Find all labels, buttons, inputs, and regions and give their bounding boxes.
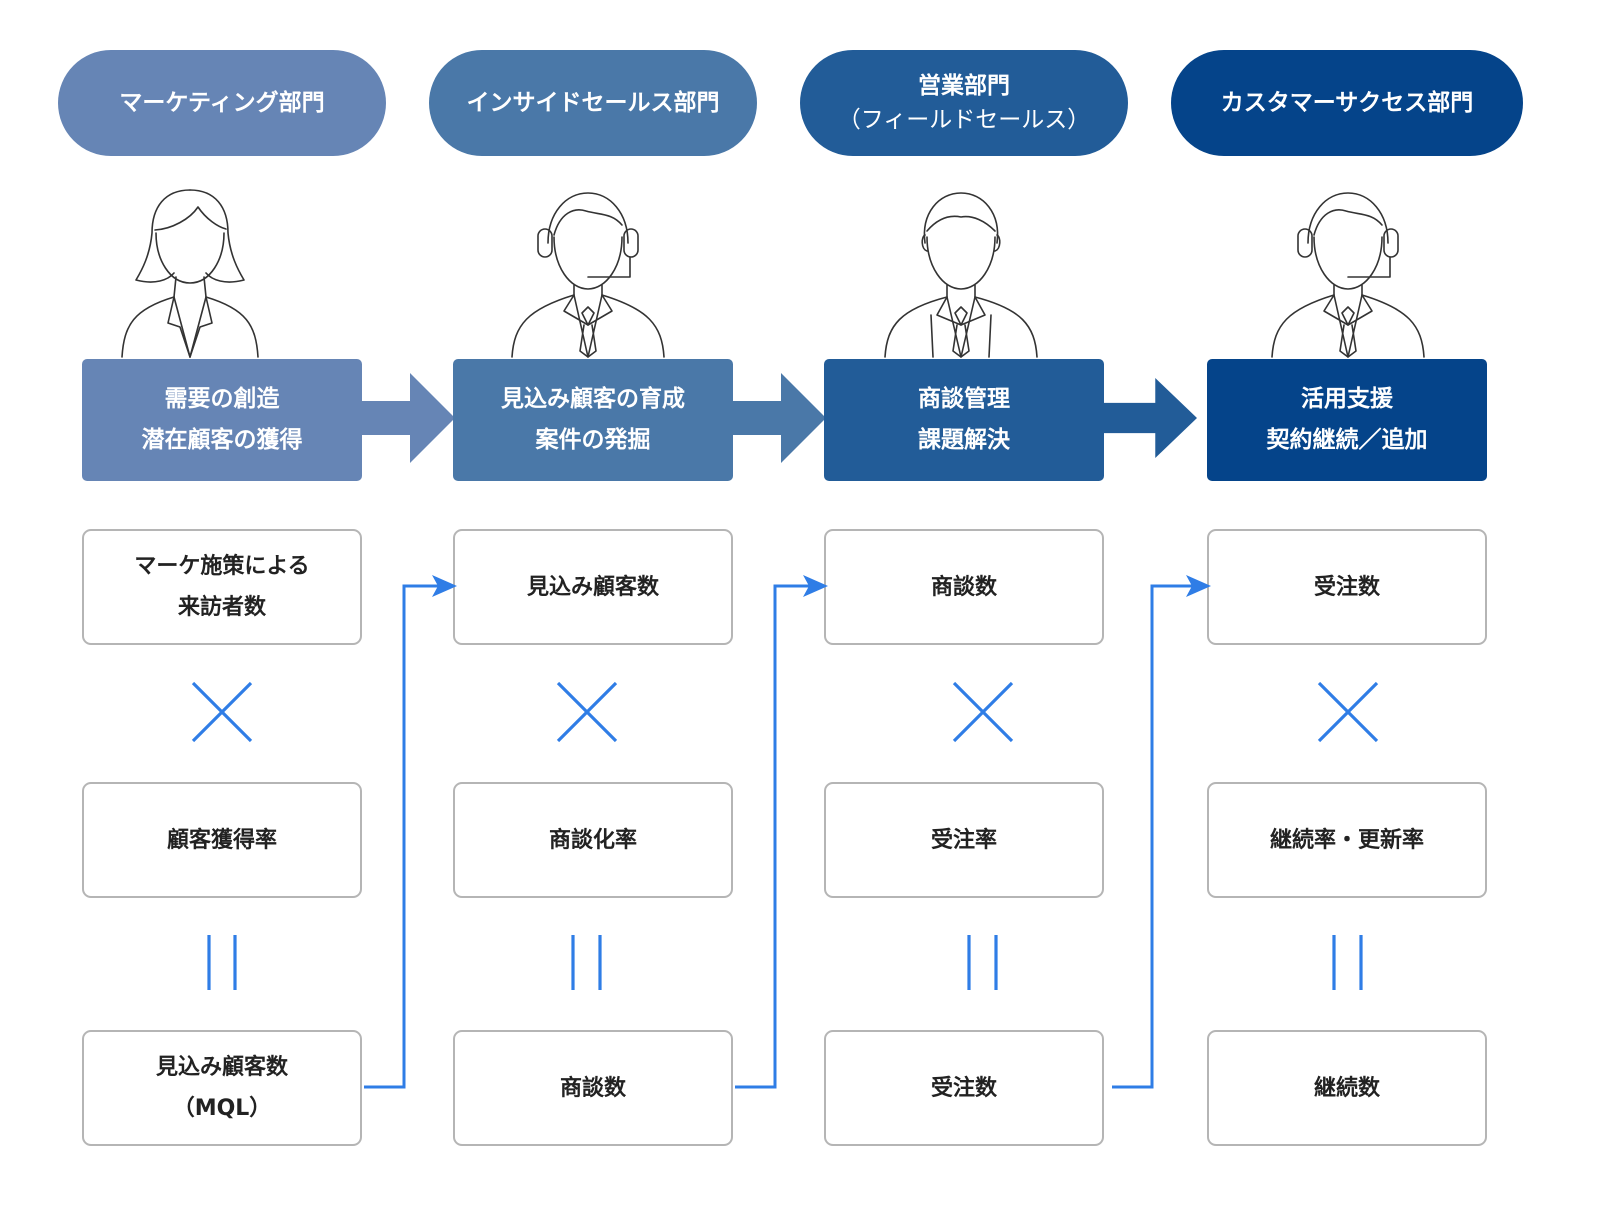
metric-label: 顧客獲得率 <box>166 827 277 853</box>
metric-box-rate: 商談化率 <box>453 782 733 898</box>
metric-box-rate: 顧客獲得率 <box>82 782 362 898</box>
stage-label: 商談管理 <box>918 386 1010 412</box>
department-title: マーケティング部門 <box>119 90 325 116</box>
stage-box-marketing: 需要の創造 潜在顧客の獲得 <box>82 359 362 481</box>
metric-label: 継続率・更新率 <box>1269 827 1424 853</box>
metric-box-input: 受注数 <box>1207 529 1487 645</box>
metric-box-result: 見込み顧客数 （MQL） <box>82 1030 362 1146</box>
stage-box-customer-success: 活用支援 契約継続／追加 <box>1207 359 1487 481</box>
stage-label: 潜在顧客の獲得 <box>141 427 303 453</box>
equals-icon <box>207 935 237 990</box>
multiply-icon <box>1317 681 1379 743</box>
metric-box-result: 継続数 <box>1207 1030 1487 1146</box>
department-pill-marketing: マーケティング部門 <box>58 50 386 156</box>
stage-label: 需要の創造 <box>164 386 280 412</box>
metric-box-rate: 継続率・更新率 <box>1207 782 1487 898</box>
department-title: インサイドセールス部門 <box>466 90 720 116</box>
metric-box-rate: 受注率 <box>824 782 1104 898</box>
equals-icon <box>967 935 998 990</box>
department-pill-sales: 営業部門 （フィールドセールス） <box>800 50 1128 156</box>
stage-box-sales: 商談管理 課題解決 <box>824 359 1104 481</box>
metric-label: マーケ施策による <box>134 554 310 579</box>
stage-label: 案件の発掘 <box>535 427 651 453</box>
department-subtitle: （フィールドセールス） <box>837 107 1091 133</box>
multiply-icon <box>191 681 253 743</box>
metric-label: 来訪者数 <box>177 595 266 620</box>
department-pill-customer-success: カスタマーサクセス部門 <box>1171 50 1523 156</box>
metric-label: 見込み顧客数 <box>526 574 659 600</box>
metric-label: 商談化率 <box>548 827 637 853</box>
connector-line <box>735 584 811 1089</box>
multiply-icon <box>556 681 618 743</box>
metric-box-input: 見込み顧客数 <box>453 529 733 645</box>
metric-label: 受注数 <box>1313 574 1380 600</box>
arrowhead-icon <box>803 575 828 597</box>
headset-man-icon <box>511 192 665 358</box>
arrowhead-icon <box>432 575 457 597</box>
multiply-icon <box>952 681 1014 743</box>
connector-line <box>1112 584 1194 1089</box>
woman-icon <box>121 189 259 358</box>
metric-box-input: マーケ施策による 来訪者数 <box>82 529 362 645</box>
flow-arrow-icon <box>360 373 455 463</box>
metric-label: 商談数 <box>930 574 997 600</box>
metric-label: 商談数 <box>559 1075 626 1101</box>
metric-label: 継続数 <box>1313 1075 1380 1101</box>
stage-label: 見込み顧客の育成 <box>501 386 685 412</box>
department-title: 営業部門 <box>918 73 1010 99</box>
stage-box-inside-sales: 見込み顧客の育成 案件の発掘 <box>453 359 733 481</box>
metric-label: 見込み顧客数 <box>155 1055 288 1080</box>
stage-label: 課題解決 <box>918 427 1010 453</box>
metric-box-input: 商談数 <box>824 529 1104 645</box>
connector-line <box>364 584 440 1089</box>
metric-label: 受注数 <box>930 1075 997 1101</box>
metric-box-result: 商談数 <box>453 1030 733 1146</box>
metric-box-result: 受注数 <box>824 1030 1104 1146</box>
flow-arrow-icon <box>1102 378 1197 458</box>
equals-icon <box>1332 935 1363 990</box>
metric-label: （MQL） <box>172 1096 272 1121</box>
flow-arrow-icon <box>731 373 826 463</box>
stage-label: 契約継続／追加 <box>1266 427 1428 453</box>
equals-icon <box>571 935 602 990</box>
department-title: カスタマーサクセス部門 <box>1220 90 1474 116</box>
stage-label: 活用支援 <box>1301 386 1393 412</box>
metric-label: 受注率 <box>930 827 997 853</box>
headset-man-icon <box>1271 192 1425 358</box>
businessman-icon <box>884 192 1038 358</box>
arrowhead-icon <box>1186 575 1211 597</box>
department-pill-inside-sales: インサイドセールス部門 <box>429 50 757 156</box>
